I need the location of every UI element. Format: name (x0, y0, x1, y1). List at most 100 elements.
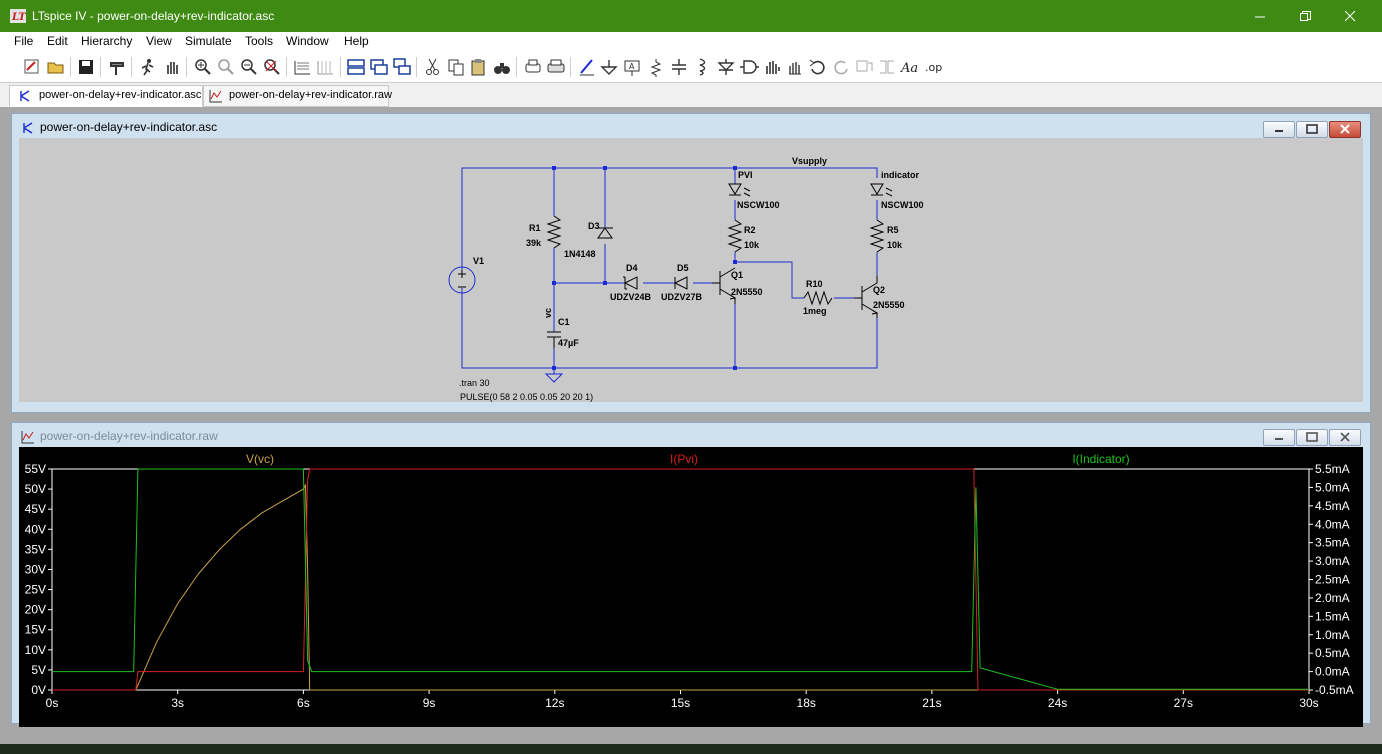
minimize-window-button[interactable] (1263, 121, 1295, 138)
drag-button[interactable] (785, 57, 805, 77)
menu-file[interactable]: File (14, 34, 34, 48)
zoom-fit-button[interactable] (262, 57, 282, 77)
minimize-button[interactable] (1238, 0, 1283, 32)
toolbar-separator (340, 57, 341, 77)
spice-directive-button[interactable]: .op (924, 57, 944, 77)
maximize-window-button[interactable] (1296, 429, 1328, 446)
paste-icon (471, 59, 485, 76)
find-button[interactable] (492, 57, 512, 77)
cascade-button[interactable] (392, 57, 412, 77)
q1-transistor[interactable] (712, 267, 737, 304)
component-button[interactable] (739, 57, 759, 77)
zoom-in-button[interactable] (193, 57, 213, 77)
minimize-window-button[interactable] (1263, 429, 1295, 446)
menu-help[interactable]: Help (344, 34, 369, 48)
binoculars-icon (494, 63, 510, 74)
close-icon (1340, 432, 1350, 442)
schematic-window-title: power-on-delay+rev-indicator.asc (40, 120, 218, 134)
r1-value: 39k (526, 238, 542, 248)
mirror-button[interactable] (877, 57, 897, 77)
print-button[interactable] (546, 57, 566, 77)
run-button[interactable] (138, 57, 158, 77)
svg-text:A: A (629, 62, 635, 71)
cut-button[interactable] (423, 57, 443, 77)
trace-i-pvi- (52, 468, 1309, 691)
menu-hierarchy[interactable]: Hierarchy (81, 34, 133, 48)
pan-button[interactable] (162, 57, 182, 77)
diode-button[interactable] (716, 57, 736, 77)
hammer-icon (110, 62, 124, 75)
y-left-tick-label: 10V (25, 643, 46, 657)
x-tick-label: 24s (1048, 696, 1067, 710)
move-button[interactable] (762, 57, 782, 77)
new-schematic-button[interactable] (22, 57, 42, 77)
menu-edit[interactable]: Edit (47, 34, 68, 48)
d3-diode[interactable] (597, 227, 613, 239)
tab-schematic[interactable]: power-on-delay+rev-indicator.asc (9, 85, 203, 107)
tab-waveform[interactable]: power-on-delay+rev-indicator.raw (203, 85, 392, 107)
inductor-button[interactable] (692, 57, 712, 77)
r1-resistor[interactable] (546, 215, 562, 249)
close-button[interactable] (1328, 0, 1373, 32)
q1-value: 2N5550 (731, 287, 763, 297)
tab-label: power-on-delay+rev-indicator.asc (39, 89, 202, 101)
d5-value: UDZV27B (661, 292, 703, 302)
zoom-area-button[interactable] (216, 57, 236, 77)
save-button[interactable] (76, 57, 96, 77)
menu-view[interactable]: View (146, 34, 172, 48)
menu-tools[interactable]: Tools (245, 34, 274, 48)
ground-button[interactable] (599, 57, 619, 77)
open-button[interactable] (46, 57, 66, 77)
d4-zener[interactable] (623, 276, 638, 290)
resistor-button[interactable] (646, 57, 666, 77)
tile-vertical-button[interactable] (369, 57, 389, 77)
y-left-tick-label: 20V (25, 603, 46, 617)
c1-capacitor[interactable] (547, 331, 561, 348)
zoom-fit-icon (264, 59, 280, 75)
control-panel-button[interactable] (107, 57, 127, 77)
y-right-tick-label: -0.5mA (1315, 683, 1354, 697)
redo-button[interactable] (831, 57, 851, 77)
maximize-window-button[interactable] (1296, 121, 1328, 138)
draw-wire-button[interactable] (577, 57, 597, 77)
svg-text:.op: .op (925, 61, 942, 74)
paste-button[interactable] (469, 57, 489, 77)
text-button[interactable]: Aa (900, 57, 920, 77)
capacitor-button[interactable] (669, 57, 689, 77)
trace-legend-label: I(Indicator) (1072, 452, 1129, 466)
r2-resistor[interactable] (727, 219, 743, 253)
printer-icon (547, 59, 565, 73)
ground-icon (600, 60, 618, 75)
menu-window[interactable]: Window (286, 34, 329, 48)
svg-text:LT: LT (11, 12, 26, 23)
led-indicator[interactable] (870, 183, 893, 197)
q2-label: Q2 (873, 285, 885, 295)
autorange-button[interactable] (293, 57, 313, 77)
x-tick-label: 18s (797, 696, 816, 710)
r5-value: 10k (887, 240, 903, 250)
tile-horizontal-button[interactable] (346, 57, 366, 77)
r10-resistor[interactable] (803, 290, 833, 306)
undo-button[interactable] (808, 57, 828, 77)
zoom-out-button[interactable] (239, 57, 259, 77)
rotate-button[interactable] (854, 57, 874, 77)
v1-source[interactable] (448, 266, 476, 294)
close-window-button[interactable] (1329, 429, 1361, 446)
tile-vertical-icon (370, 59, 388, 75)
restore-button[interactable] (1283, 0, 1328, 32)
toggle-grid-button[interactable] (316, 57, 336, 77)
menu-simulate[interactable]: Simulate (185, 34, 232, 48)
pencil-icon (580, 59, 594, 76)
schematic-canvas[interactable]: Vsupply V1 R1 39k D3 1N4148 D4 UDZV24B D… (19, 138, 1363, 402)
led-pvi[interactable] (728, 183, 751, 197)
y-right-tick-label: 1.5mA (1315, 609, 1350, 623)
maximize-icon (1306, 124, 1318, 134)
close-window-button[interactable] (1329, 121, 1361, 138)
q2-transistor[interactable] (854, 276, 879, 318)
label-net-button[interactable]: A (622, 57, 642, 77)
print-preview-button[interactable] (523, 57, 543, 77)
copy-button[interactable] (446, 57, 466, 77)
d5-zener[interactable] (673, 276, 688, 290)
r5-resistor[interactable] (869, 219, 885, 253)
